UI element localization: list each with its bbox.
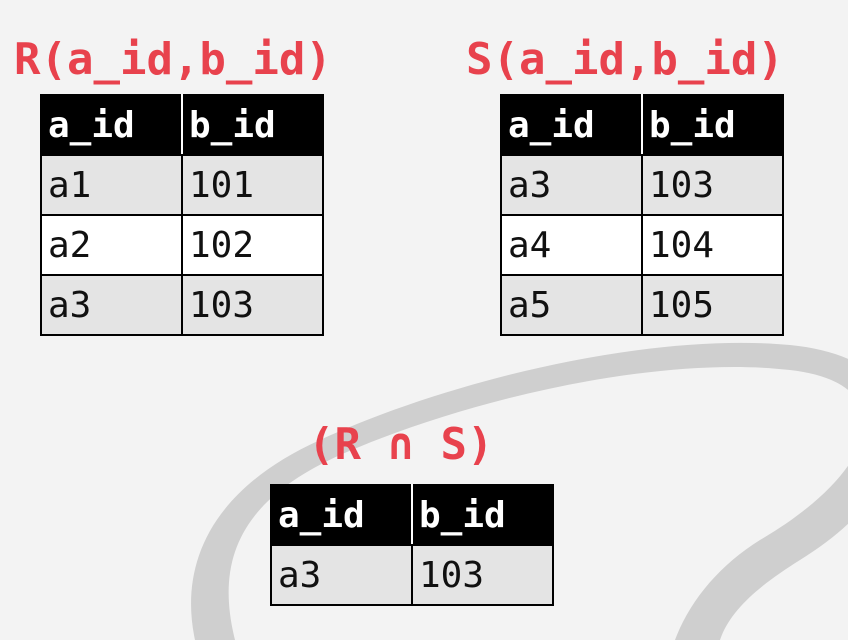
relation-intersection-title: (R ∩ S): [308, 419, 494, 470]
table-row: a1 101: [40, 154, 324, 216]
cell-a-id: a3: [270, 544, 413, 606]
cell-b-id: 101: [181, 154, 324, 216]
cell-b-id: 105: [641, 274, 784, 336]
relation-intersection-table: a_id b_id a3 103: [270, 484, 554, 606]
cell-b-id: 102: [181, 214, 324, 276]
cell-b-id: 104: [641, 214, 784, 276]
relation-s-title: S(a_id,b_id): [466, 34, 784, 85]
cell-a-id: a5: [500, 274, 643, 336]
cell-a-id: a1: [40, 154, 183, 216]
column-header-b-id: b_id: [181, 94, 324, 156]
column-header-b-id: b_id: [411, 484, 554, 546]
column-header-b-id: b_id: [641, 94, 784, 156]
relation-r-table: a_id b_id a1 101 a2 102 a3 103: [40, 94, 324, 336]
column-header-a-id: a_id: [270, 484, 413, 546]
column-header-a-id: a_id: [500, 94, 643, 156]
cell-b-id: 103: [641, 154, 784, 216]
table-row: a2 102: [40, 214, 324, 276]
table-row: a3 103: [40, 274, 324, 336]
relation-r-title: R(a_id,b_id): [14, 34, 332, 85]
table-row: a5 105: [500, 274, 784, 336]
table-row: a3 103: [500, 154, 784, 216]
cell-a-id: a3: [40, 274, 183, 336]
table-row: a3 103: [270, 544, 554, 606]
cell-b-id: 103: [181, 274, 324, 336]
relation-s-table: a_id b_id a3 103 a4 104 a5 105: [500, 94, 784, 336]
cell-b-id: 103: [411, 544, 554, 606]
table-header-row: a_id b_id: [40, 94, 324, 156]
column-header-a-id: a_id: [40, 94, 183, 156]
table-header-row: a_id b_id: [500, 94, 784, 156]
cell-a-id: a4: [500, 214, 643, 276]
cell-a-id: a2: [40, 214, 183, 276]
cell-a-id: a3: [500, 154, 643, 216]
table-header-row: a_id b_id: [270, 484, 554, 546]
table-row: a4 104: [500, 214, 784, 276]
